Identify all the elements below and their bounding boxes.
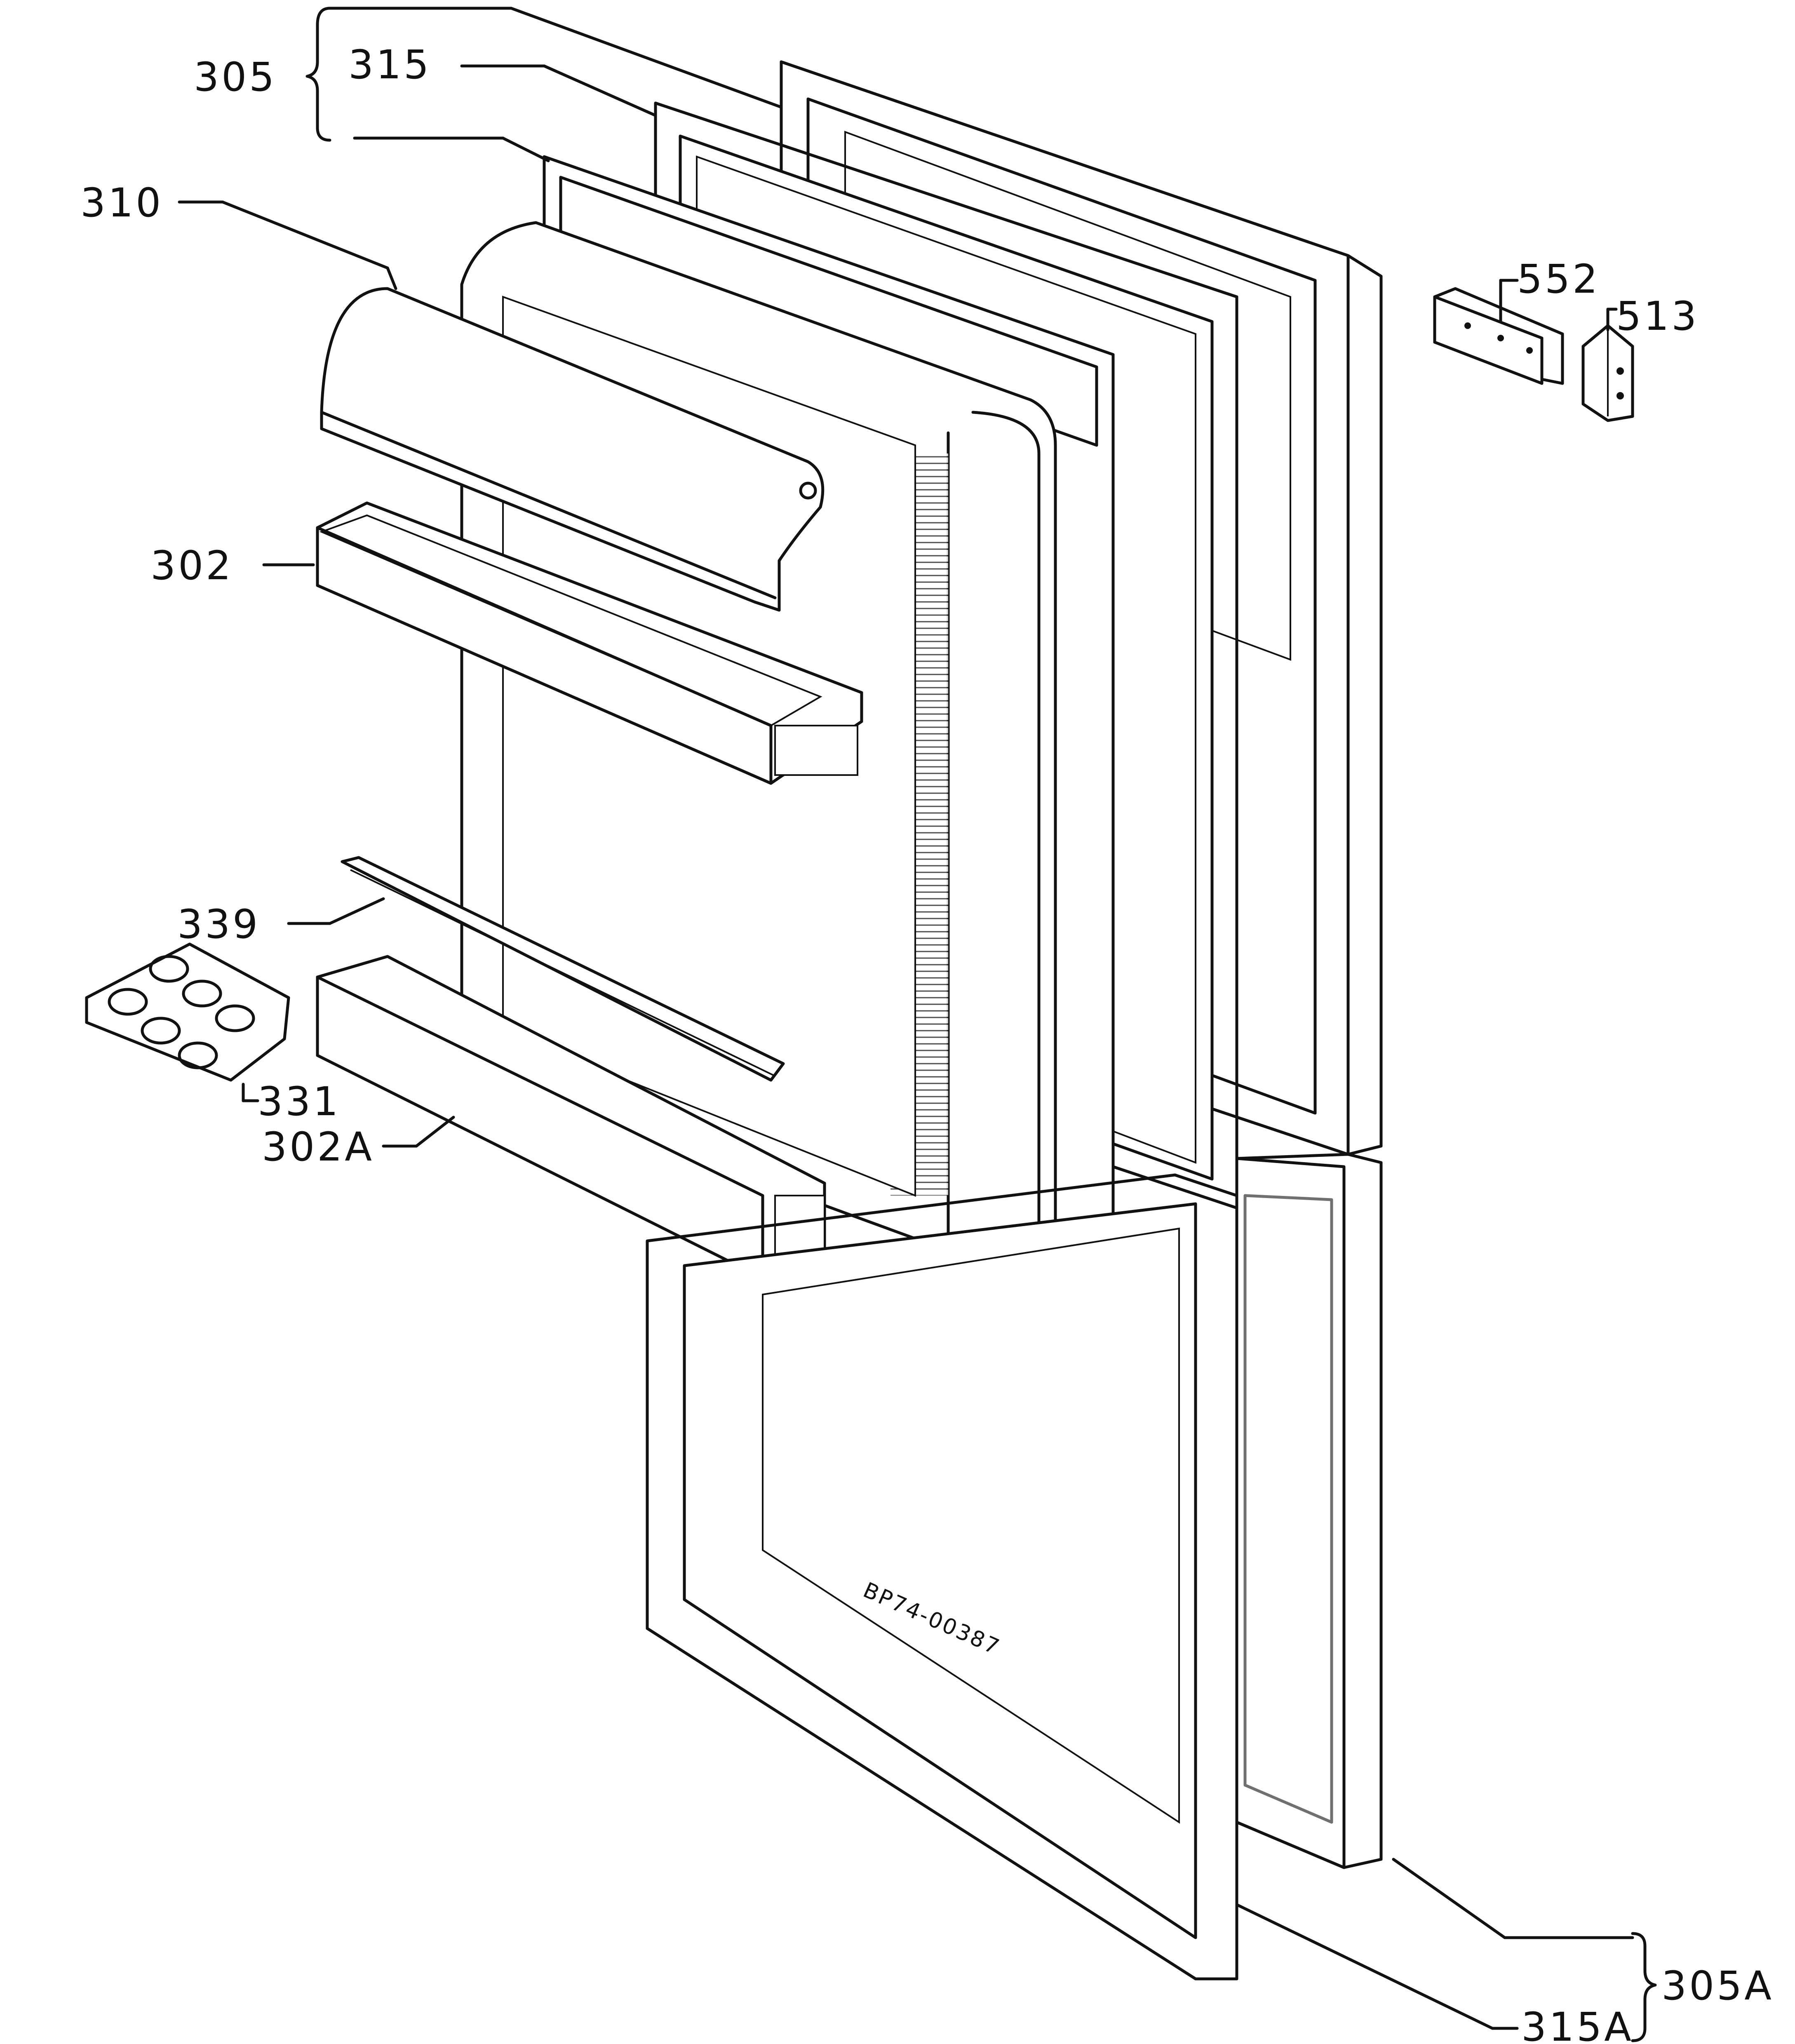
- label-339: 339: [177, 901, 260, 947]
- label-513: 513: [1616, 293, 1699, 339]
- label-552: 552: [1517, 256, 1600, 302]
- bar-339: [341, 856, 785, 1082]
- leader-lines: [178, 7, 1657, 2042]
- lower-door-outer-panel: [1235, 1153, 1383, 1869]
- label-305: 305: [194, 54, 277, 100]
- shelf-302: [316, 501, 863, 785]
- label-315: 315: [348, 42, 431, 88]
- label-310: 310: [80, 180, 163, 226]
- upper-curved-shelf: [320, 287, 825, 612]
- lower-door-gasket: [646, 1173, 1238, 1981]
- hinge-plate-552: [1433, 287, 1564, 385]
- hinge-bracket-513: [1581, 324, 1634, 422]
- egg-tray-331: [85, 942, 290, 1082]
- label-302a: 302A: [262, 1124, 374, 1170]
- label-315a: 315A: [1521, 2004, 1634, 2044]
- label-305a: 305A: [1661, 1963, 1774, 2009]
- label-331: 331: [258, 1078, 341, 1125]
- label-302: 302: [150, 543, 233, 589]
